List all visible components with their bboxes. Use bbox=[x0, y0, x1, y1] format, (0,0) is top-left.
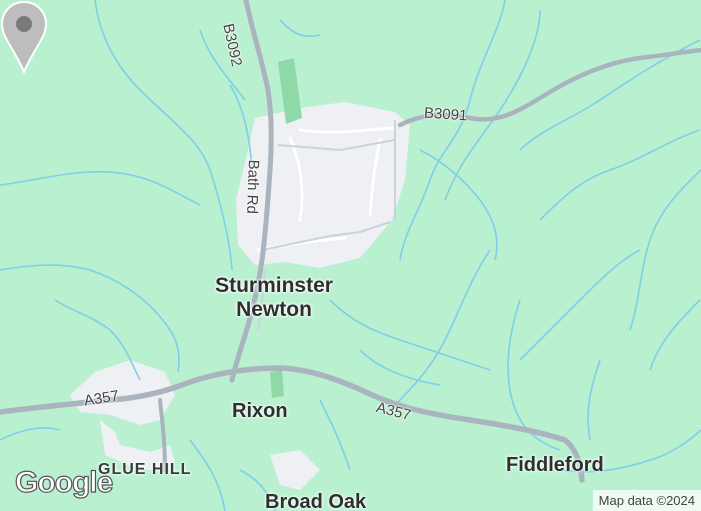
location-pin-icon[interactable] bbox=[0, 0, 48, 74]
urban-area-broad-oak bbox=[270, 450, 320, 490]
place-label-sturminster-newton[interactable]: Sturminster Newton bbox=[215, 274, 333, 321]
google-logo: Google bbox=[14, 465, 114, 499]
place-label-broad-oak[interactable]: Broad Oak bbox=[265, 491, 367, 511]
park-rixon bbox=[270, 370, 284, 398]
major-roads bbox=[0, 0, 701, 483]
road-label-bath-rd: Bath Rd bbox=[243, 159, 262, 215]
park-north bbox=[278, 58, 302, 124]
place-label-rixon[interactable]: Rixon bbox=[232, 400, 288, 422]
place-label-glue-hill[interactable]: GLUE HILL bbox=[98, 461, 192, 478]
place-label-fiddleford[interactable]: Fiddleford bbox=[506, 454, 604, 476]
map-attribution[interactable]: Map data ©2024 bbox=[592, 490, 701, 511]
road-label-b3091: B3091 bbox=[423, 104, 468, 125]
urban-area-west bbox=[70, 360, 175, 425]
urban-area-glue-hill bbox=[100, 420, 175, 470]
local-roads bbox=[257, 120, 396, 331]
urban-area-sturminster bbox=[236, 102, 410, 268]
